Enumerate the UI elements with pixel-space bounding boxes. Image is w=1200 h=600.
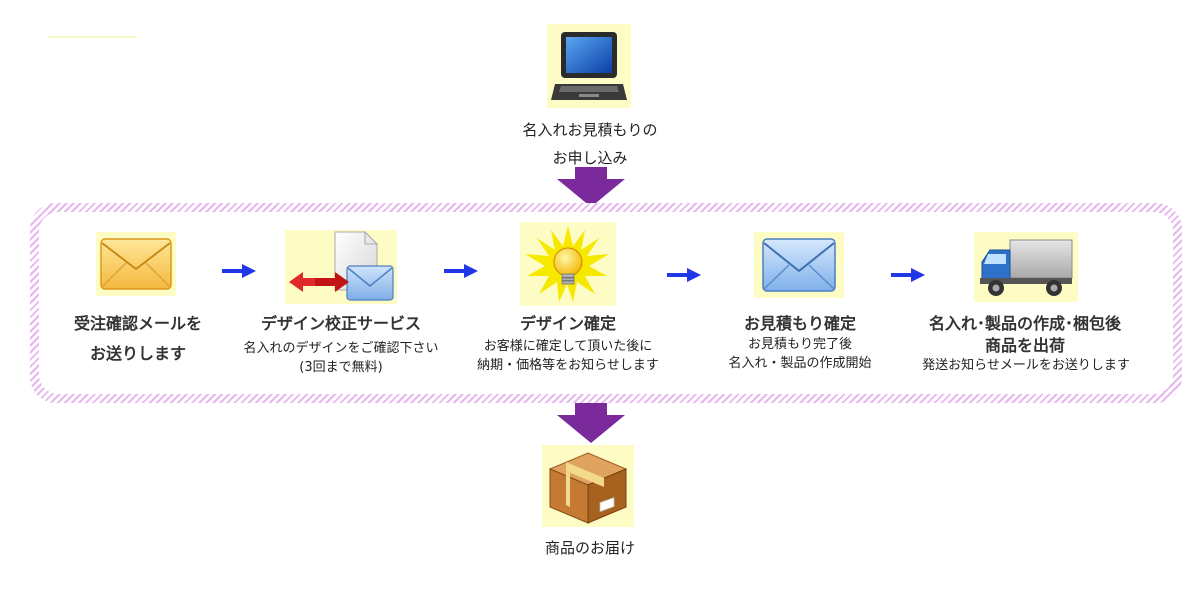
step1-title: 受注確認メールを お送りします xyxy=(40,313,236,365)
laptop-icon-tile xyxy=(547,24,631,108)
end-label: 商品のお届け xyxy=(544,539,635,557)
step5-title-line1: 名入れ･製品の作成･梱包後 xyxy=(928,314,1121,333)
step3-sub-line2: 納期・価格等をお知らせします xyxy=(477,358,659,373)
lightbulb-icon xyxy=(525,226,609,302)
step5-title: 名入れ･製品の作成･梱包後 商品を出荷 xyxy=(905,313,1145,357)
package-icon xyxy=(548,452,628,524)
step3-sub-line1: お客様に確定して頂いた後に xyxy=(483,339,653,354)
step4-sub-line2: 名入れ・製品の作成開始 xyxy=(728,356,872,371)
start-label: 名入れお見積もりの お申し込み xyxy=(440,116,740,172)
step4-title: お見積もり確定 xyxy=(743,314,856,333)
step2-sub-line2: (3回まで無料) xyxy=(299,360,383,375)
truck-icon xyxy=(980,239,1073,296)
step1-title-line1: 受注確認メールを xyxy=(73,314,202,333)
step2-sub-line1: 名入れのデザインをご確認下さい xyxy=(243,341,439,356)
step5-sub: 発送お知らせメールをお送りします xyxy=(922,358,1130,373)
decorative-line xyxy=(48,36,136,38)
step5-title-line2: 商品を出荷 xyxy=(984,336,1065,355)
step1-icon-tile xyxy=(96,232,176,296)
step3-icon-tile xyxy=(520,222,616,306)
step3-sub: お客様に確定して頂いた後に 納期・価格等をお知らせします xyxy=(450,337,686,375)
step4-icon-tile xyxy=(754,232,844,298)
step2-icon-tile xyxy=(285,230,397,304)
right-arrow-icon xyxy=(667,268,701,282)
down-arrow-icon xyxy=(557,403,625,443)
right-arrow-icon xyxy=(444,264,478,278)
step3-title: デザイン確定 xyxy=(519,314,616,333)
step2-sub: 名入れのデザインをご確認下さい (3回まで無料) xyxy=(220,339,462,377)
envelope-icon xyxy=(100,238,172,290)
package-icon-tile xyxy=(542,445,634,527)
laptop-icon xyxy=(551,32,627,100)
step4-sub-line1: お見積もり完了後 xyxy=(747,337,852,352)
document-mail-exchange-icon xyxy=(289,230,394,301)
right-arrow-icon xyxy=(891,268,925,282)
down-arrow-icon xyxy=(557,167,625,207)
right-arrow-icon xyxy=(222,264,256,278)
step4-sub: お見積もり完了後 名入れ・製品の作成開始 xyxy=(690,335,910,373)
step5-icon-tile xyxy=(974,232,1078,302)
start-label-line2: お申し込み xyxy=(552,149,628,167)
step2-title: デザイン校正サービス xyxy=(260,314,421,333)
blue-envelope-icon xyxy=(762,238,836,292)
step1-title-line2: お送りします xyxy=(89,344,186,363)
start-label-line1: 名入れお見積もりの xyxy=(522,121,658,139)
